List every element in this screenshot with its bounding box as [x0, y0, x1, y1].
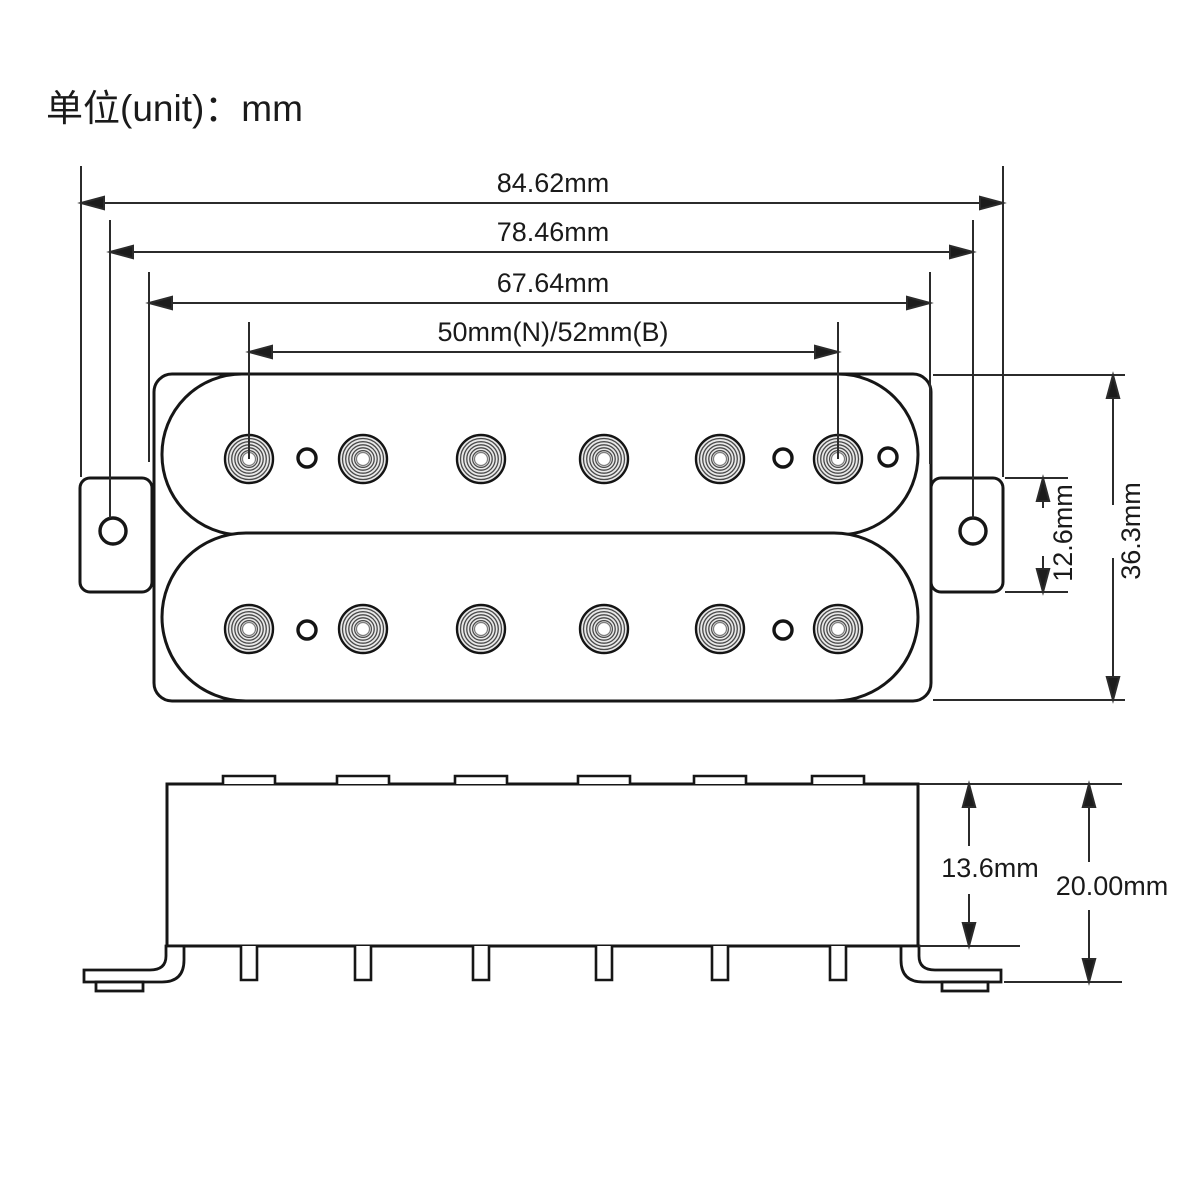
adjust-hole: [772, 447, 794, 469]
pole-piece: [812, 603, 864, 655]
pole-top: [335, 774, 391, 786]
bracket-foot-right: [940, 980, 990, 993]
dimensions: 84.62mm 78.46mm 67.64mm 50mm(N)/52mm(B): [80, 166, 1169, 983]
pole-piece: [694, 433, 746, 485]
dim-label-body-height: 36.3mm: [1116, 482, 1146, 580]
bracket-right: [899, 944, 1003, 984]
arrowhead: [814, 344, 839, 360]
pole-leg: [828, 944, 848, 982]
dim-label-tab-height: 12.6mm: [1048, 484, 1078, 582]
dim-baseplate-width: 67.64mm: [148, 268, 931, 311]
pole-top: [692, 774, 748, 786]
dim-label-body-depth: 13.6mm: [941, 853, 1039, 883]
units-title: 单位(unit)：mm: [46, 88, 303, 129]
pole-piece: [578, 603, 630, 655]
arrowhead: [109, 244, 134, 260]
dim-label-pole-spacing: 50mm(N)/52mm(B): [437, 317, 668, 347]
top-view: [78, 372, 1005, 703]
mount-screw-hole-left: [98, 516, 128, 546]
dim-overall-depth: 20.00mm: [1056, 783, 1169, 983]
dim-label-overall-depth: 20.00mm: [1056, 871, 1169, 901]
mount-screw-hole-right: [958, 516, 988, 546]
arrowhead: [1081, 783, 1097, 808]
arrowhead: [906, 295, 931, 311]
arrowhead: [979, 195, 1004, 211]
dim-tab-height: 12.6mm: [1035, 477, 1078, 593]
dim-pole-spacing: 50mm(N)/52mm(B): [248, 317, 839, 360]
pole-top: [576, 774, 632, 786]
arrowhead: [148, 295, 173, 311]
arrowhead: [1081, 958, 1097, 983]
bobbin-top: [160, 372, 920, 537]
pole-leg: [594, 944, 614, 982]
pole-leg: [710, 944, 730, 982]
adjust-hole: [772, 619, 794, 641]
bobbin-bottom: [160, 531, 920, 703]
adjust-hole: [296, 447, 318, 469]
side-body: [165, 782, 920, 948]
pole-leg: [239, 944, 259, 982]
arrowhead: [80, 195, 105, 211]
dim-label-mount-hole-spacing: 78.46mm: [497, 217, 610, 247]
pole-piece: [455, 603, 507, 655]
side-pole-legs: [239, 944, 848, 982]
pole-piece: [337, 433, 389, 485]
arrowhead: [961, 922, 977, 947]
adjust-hole: [296, 619, 318, 641]
bracket-foot-left: [94, 980, 145, 993]
adjust-hole: [877, 446, 899, 468]
pole-leg: [353, 944, 373, 982]
pole-top: [453, 774, 509, 786]
dim-overall-width: 84.62mm: [80, 168, 1004, 211]
pole-piece: [455, 433, 507, 485]
pole-piece: [694, 603, 746, 655]
dim-label-baseplate-width: 67.64mm: [497, 268, 610, 298]
arrowhead: [248, 344, 273, 360]
arrowhead: [961, 783, 977, 808]
arrowhead: [1105, 374, 1121, 399]
arrowhead: [949, 244, 974, 260]
dim-body-height: 36.3mm: [1105, 374, 1146, 701]
pole-top: [221, 774, 277, 786]
dim-label-overall-width: 84.62mm: [497, 168, 610, 198]
pole-leg: [471, 944, 491, 982]
dim-mount-hole-spacing: 78.46mm: [109, 217, 974, 260]
dim-body-depth: 13.6mm: [941, 783, 1039, 947]
pole-piece: [337, 603, 389, 655]
pole-top: [810, 774, 866, 786]
bracket-left: [82, 944, 186, 984]
arrowhead: [1105, 676, 1121, 701]
side-view: [82, 774, 1003, 993]
pole-piece: [223, 603, 275, 655]
pole-piece: [578, 433, 630, 485]
